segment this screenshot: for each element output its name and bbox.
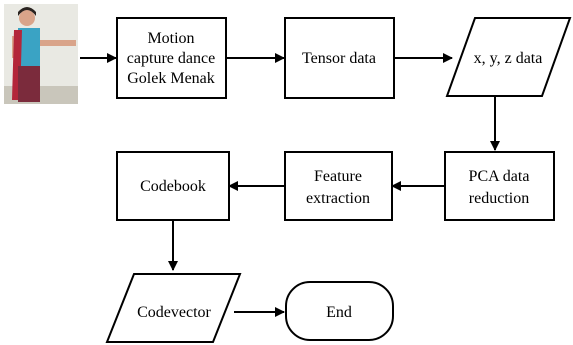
node-feature-line-2: extraction [306,190,370,207]
node-end: End [285,281,394,341]
node-codevector: Codevector [105,273,242,343]
node-xyz-data: x, y, z data [445,17,572,97]
node-codebook: Codebook [116,151,230,221]
node-pca-line-1: PCA data [469,168,530,185]
node-codebook-label: Codebook [140,178,206,195]
node-motion-capture: Motion capture dance Golek Menak [116,17,227,99]
node-xyz-data-label: x, y, z data [474,50,543,67]
node-codevector-label: Codevector [137,304,211,321]
dancer-photo [4,4,78,104]
node-motion-capture-line-1: Motion [147,30,194,47]
node-pca: PCA data reduction [444,151,555,221]
node-tensor-data: Tensor data [284,17,395,99]
node-feature-extraction: Feature extraction [284,151,393,221]
node-motion-capture-line-2: capture dance [127,50,215,67]
edges [80,53,500,317]
node-feature-line-1: Feature [314,168,362,185]
node-end-label: End [326,304,352,321]
node-tensor-data-label: Tensor data [302,50,376,67]
node-motion-capture-line-3: Golek Menak [127,70,215,87]
node-pca-line-2: reduction [469,190,529,207]
